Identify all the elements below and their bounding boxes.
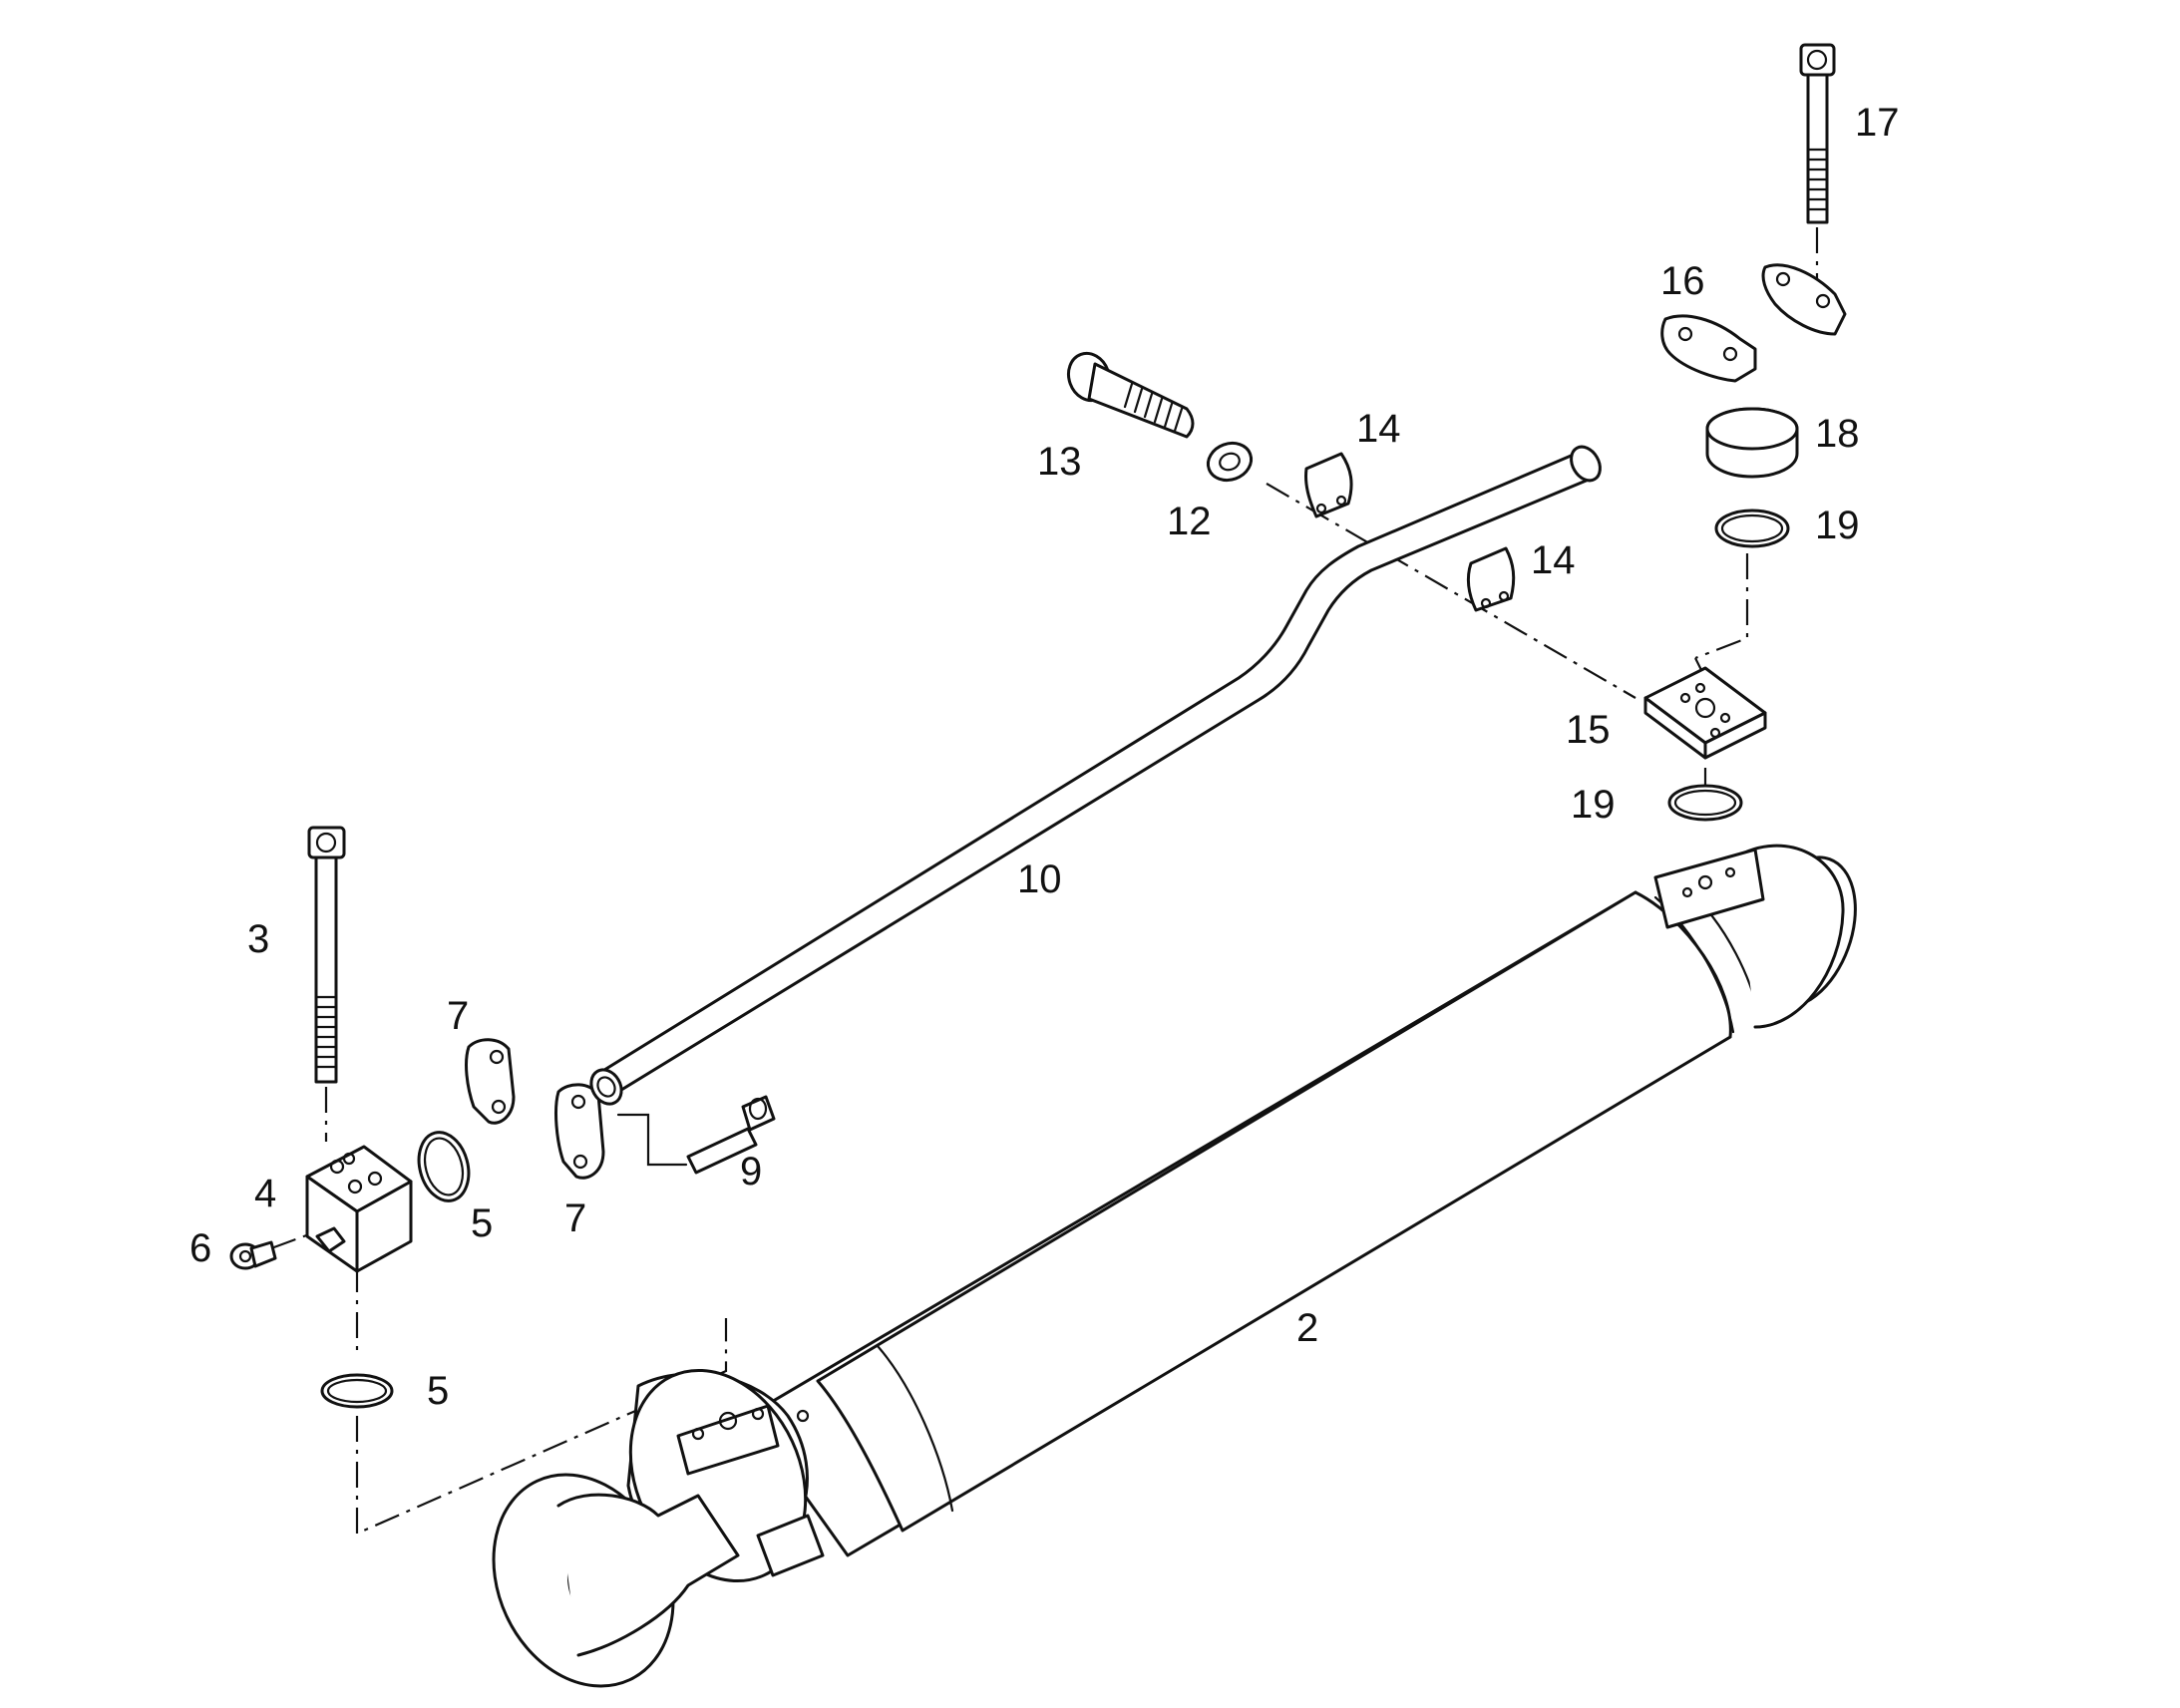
washer (1206, 441, 1254, 483)
callout-5-upper: 5 (471, 1201, 493, 1245)
flange-half-upper (465, 1038, 516, 1125)
assembly-leader-lines (270, 227, 1819, 1536)
callout-18: 18 (1815, 412, 1860, 456)
callout-7-upper: 7 (447, 994, 469, 1038)
callout-3: 3 (247, 917, 269, 961)
callout-10: 10 (1017, 857, 1062, 901)
long-cap-screw (307, 826, 346, 1084)
flange-half-lower (554, 1083, 605, 1180)
blanking-cap (1705, 407, 1799, 479)
o-ring-bottom (1667, 784, 1743, 822)
valve-block (305, 1145, 413, 1273)
callout-19-lower: 19 (1571, 783, 1616, 827)
callout-labels: 2 3 4 5 5 6 7 7 9 10 12 13 14 14 15 16 1… (189, 101, 1900, 1413)
callout-17: 17 (1855, 101, 1900, 145)
callout-2: 2 (1296, 1306, 1318, 1350)
flange-half-top-right (1761, 263, 1847, 336)
callout-7-lower: 7 (564, 1196, 586, 1240)
callout-14-upper: 14 (1356, 407, 1401, 451)
callout-15: 15 (1566, 708, 1611, 752)
flange-half-top-left (1660, 314, 1757, 383)
cap-screw-top (1799, 43, 1836, 224)
callout-19-upper: 19 (1815, 504, 1860, 547)
callout-12: 12 (1167, 500, 1212, 543)
callout-16: 16 (1660, 259, 1705, 303)
flange-plate (1643, 666, 1767, 760)
callout-6: 6 (189, 1226, 211, 1270)
hydraulic-cylinder (492, 844, 1857, 1688)
callout-14-lower: 14 (1531, 538, 1576, 582)
callout-4: 4 (254, 1172, 276, 1215)
callout-5-lower: 5 (427, 1369, 449, 1413)
callout-9: 9 (740, 1150, 762, 1194)
flange-bolt (686, 1095, 776, 1175)
tube-clip-upper (1304, 452, 1353, 518)
o-ring-lower (320, 1373, 394, 1409)
small-screw (229, 1240, 277, 1270)
callout-13: 13 (1037, 440, 1082, 484)
tube-clip-lower (1466, 546, 1516, 612)
o-ring-top (1714, 509, 1790, 548)
hydraulic-tube (589, 445, 1602, 1106)
o-ring-upper (417, 1131, 471, 1202)
large-bolt (1066, 351, 1195, 439)
